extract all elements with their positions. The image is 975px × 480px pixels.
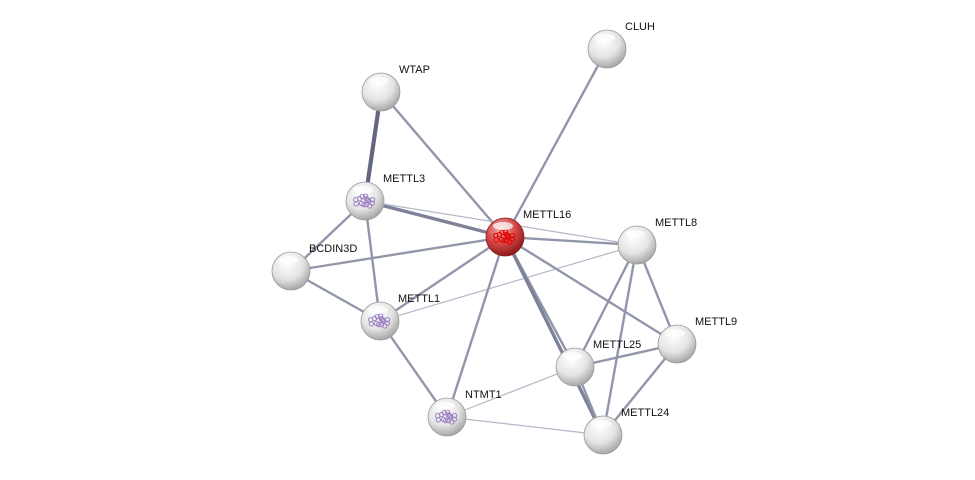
edge-cluh-mettl16[interactable] — [503, 48, 609, 238]
edge-mettl3-mettl16[interactable] — [364, 199, 506, 239]
node-mettl3[interactable]: METTL3 — [345, 173, 425, 221]
edge-bcdin3d-mettl16[interactable] — [290, 235, 506, 273]
edge-mettl16-ntmt1[interactable] — [445, 236, 507, 418]
edge-mettl8-mettl25[interactable] — [573, 244, 639, 368]
node-label: METTL9 — [695, 316, 737, 328]
node-mettl25[interactable]: METTL25 — [555, 339, 641, 387]
sphere-highlight — [353, 186, 373, 194]
node-label: CLUH — [625, 21, 655, 33]
edge-mettl16-mettl24[interactable] — [503, 236, 605, 436]
edge-mettl8-mettl24[interactable] — [601, 244, 639, 436]
protein-structure-icon — [493, 229, 516, 245]
edge-ntmt1-mettl24[interactable] — [446, 416, 604, 436]
edge-mettl16-mettl9[interactable] — [504, 235, 678, 346]
sphere-highlight — [625, 230, 645, 238]
sphere-highlight — [435, 402, 455, 410]
node-cluh[interactable]: CLUH — [587, 21, 655, 69]
edge-wtap-mettl16[interactable] — [380, 91, 506, 238]
sphere-highlight — [591, 420, 611, 428]
node-wtap[interactable]: WTAP — [361, 64, 430, 112]
node-mettl8[interactable]: METTL8 — [617, 217, 697, 265]
node-label: BCDIN3D — [309, 243, 357, 255]
edge-mettl16-mettl8[interactable] — [504, 235, 638, 247]
node-label: METTL16 — [523, 209, 571, 221]
edge-mettl1-mettl16[interactable] — [379, 236, 506, 322]
node-label: METTL8 — [655, 217, 697, 229]
node-mettl16[interactable]: METTL16 — [485, 209, 571, 257]
sphere-highlight — [368, 306, 388, 314]
node-mettl9[interactable]: METTL9 — [657, 316, 737, 364]
edge-mettl1-ntmt1[interactable] — [379, 320, 448, 418]
protein-structure-icon — [353, 193, 376, 209]
edge-mettl9-mettl24[interactable] — [602, 343, 678, 436]
sphere-highlight — [595, 34, 615, 42]
node-mettl1[interactable]: METTL1 — [360, 293, 440, 341]
node-bcdin3d[interactable]: BCDIN3D — [271, 243, 357, 291]
sphere-highlight — [665, 329, 685, 337]
node-ntmt1[interactable]: NTMT1 — [427, 389, 502, 437]
sphere-highlight — [279, 256, 299, 264]
node-mettl24[interactable]: METTL24 — [583, 407, 669, 455]
protein-structure-icon — [435, 409, 458, 425]
edge-mettl1-mettl8[interactable] — [379, 244, 638, 322]
node-label: WTAP — [399, 64, 430, 76]
edge-mettl3-mettl1[interactable] — [363, 200, 382, 322]
node-label: METTL1 — [398, 293, 440, 305]
node-label: METTL25 — [593, 339, 641, 351]
node-label: NTMT1 — [465, 389, 502, 401]
node-label: METTL3 — [383, 173, 425, 185]
edge-ntmt1-mettl25[interactable] — [446, 366, 576, 418]
sphere-highlight — [493, 222, 513, 230]
sphere-highlight — [563, 352, 583, 360]
sphere-highlight — [369, 77, 389, 85]
node-label: METTL24 — [621, 407, 669, 419]
protein-structure-icon — [368, 313, 391, 329]
